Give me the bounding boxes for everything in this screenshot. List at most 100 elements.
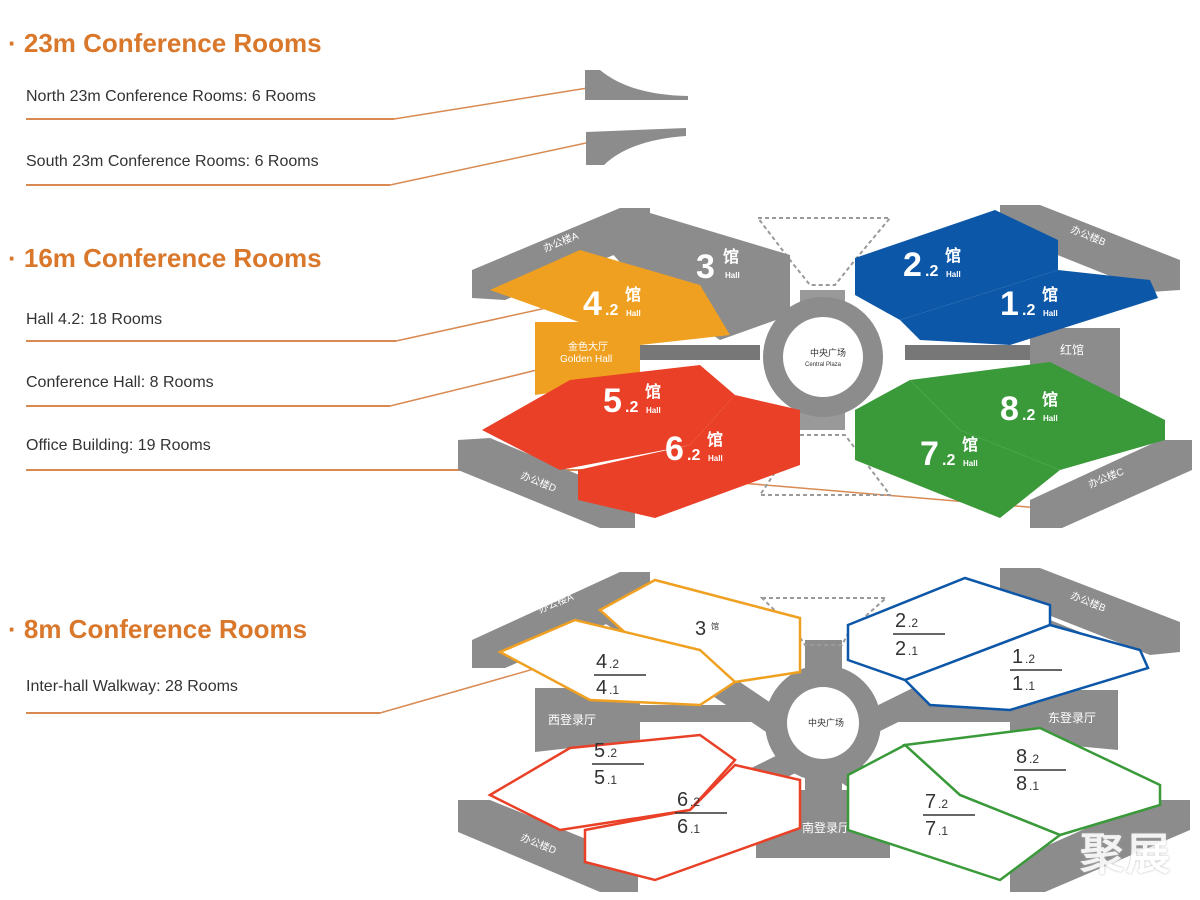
golden-hall-en: Golden Hall	[560, 354, 612, 365]
hall-4-2-sub: .2	[605, 302, 618, 319]
hall-7-2-char: 馆	[962, 435, 978, 454]
item-conference-hall: Conference Hall: 8 Rooms	[26, 374, 214, 391]
hall-6-8m-top-sub: .2	[690, 795, 700, 809]
hall-6-8m-bottom-sub: .1	[690, 822, 700, 836]
central-plaza-inner	[783, 317, 863, 397]
office-building-b-8m	[1000, 568, 1180, 655]
hall-4-2-number: 4	[583, 285, 602, 323]
hall-2-2-char: 馆	[945, 246, 961, 265]
central-plaza-8m-cn: 中央广场	[808, 717, 844, 728]
hall-6-8m-bottom: 6	[677, 816, 688, 838]
hall-1-8m	[902, 623, 1150, 712]
hall-2-8m-top: 2	[895, 610, 906, 632]
hall-1-2	[900, 270, 1158, 345]
west-lobby-label: 西登录厅	[548, 712, 596, 727]
golden-hall-cn: 金色大厅	[568, 340, 608, 353]
hall-4-8m-bottom-sub: .1	[609, 683, 619, 697]
map-8m: 办公楼A 办公楼B 办公楼D 西登录厅 东登录厅 南登录厅 中央广场	[458, 568, 1190, 892]
central-plaza-inner-8m	[787, 687, 859, 759]
section-title-16m: · 16m Conference Rooms	[8, 243, 322, 273]
hall-7-2-sub: .2	[942, 452, 955, 469]
north-funnel-8m	[759, 597, 889, 646]
west-lobby	[535, 688, 640, 752]
hall-1-2-sub: .2	[1022, 302, 1035, 319]
hall-8-2-word: Hall	[1043, 414, 1058, 423]
hall-1-8m-top-sub: .2	[1025, 652, 1035, 666]
central-plaza-cn: 中央广场	[810, 347, 846, 358]
hall-8-8m-top-sub: .2	[1029, 752, 1039, 766]
south-lobby-label: 南登录厅	[802, 820, 850, 835]
map-16m: 办公楼A 办公楼B 办公楼D 办公楼C 金色大厅 Golden Hall 红馆 …	[458, 205, 1192, 528]
office-building-b	[1000, 205, 1180, 292]
divider	[26, 118, 394, 120]
hall-1-8m-bottom-sub: .1	[1025, 679, 1035, 693]
hall-2-2-number: 2	[903, 246, 922, 284]
hall-4-2	[490, 250, 730, 345]
hall-6-2-number: 6	[665, 430, 684, 468]
hall-4-2-word: Hall	[626, 309, 641, 318]
hall-2-2-sub: .2	[925, 263, 938, 280]
hall-5-8m-bottom-sub: .1	[607, 773, 617, 787]
hall-8-8m-bottom: 8	[1016, 773, 1027, 795]
item-north-23m: North 23m Conference Rooms: 6 Rooms	[26, 88, 316, 105]
hall-2-8m-top-sub: .2	[908, 616, 918, 630]
central-plaza-en: Central Plaza	[805, 362, 842, 368]
hall-7-8m-bottom: 7	[925, 818, 936, 840]
divider	[26, 184, 390, 186]
hall-6-2-word: Hall	[708, 454, 723, 463]
divider	[26, 340, 396, 342]
hall-2-2	[855, 210, 1058, 320]
hall-7-8m-top-sub: .2	[938, 797, 948, 811]
hall-6-8m-top: 6	[677, 789, 688, 811]
section-title-8m: · 8m Conference Rooms	[8, 614, 308, 644]
hall-5-2-sub: .2	[625, 399, 638, 416]
hall-5-2-char: 馆	[645, 382, 661, 401]
hall-5-8m-top-sub: .2	[607, 746, 617, 760]
hall-5-8m	[487, 733, 737, 832]
item-south-23m: South 23m Conference Rooms: 6 Rooms	[26, 153, 319, 170]
item-office-building: Office Building: 19 Rooms	[26, 437, 211, 454]
east-lobby-label: 东登录厅	[1048, 710, 1096, 725]
red-hall-label: 红馆	[1060, 342, 1084, 357]
section-title-23m: · 23m Conference Rooms	[8, 28, 322, 58]
north-23m-wing	[585, 70, 688, 100]
hall-5-2	[482, 365, 735, 470]
hall-4-8m-bottom: 4	[596, 677, 607, 699]
office-building-c	[1030, 440, 1192, 528]
hall-8-8m-top: 8	[1016, 746, 1027, 768]
south-funnel	[758, 434, 892, 496]
walkway-east	[905, 345, 1030, 360]
hall-6-2-sub: .2	[687, 447, 700, 464]
walkway-west	[640, 345, 760, 360]
hall-1-2-word: Hall	[1043, 309, 1058, 318]
hall-4-8m-top: 4	[596, 651, 607, 673]
hall-8-2-number: 8	[1000, 390, 1019, 428]
hall-7-2-word: Hall	[963, 459, 978, 468]
hall-5-8m-top: 5	[594, 740, 605, 762]
item-inter-hall-walkway: Inter-hall Walkway: 28 Rooms	[26, 678, 238, 695]
hall-7-2-number: 7	[920, 435, 939, 473]
hall-3-8m-char: 馆	[711, 621, 719, 631]
hall-3-word: Hall	[725, 271, 740, 280]
hall-6-2	[578, 395, 800, 518]
hall-2-8m-bottom: 2	[895, 638, 906, 660]
office-building-d-8m	[458, 800, 638, 892]
hall-4-8m	[497, 618, 738, 707]
hall-1-8m-top: 1	[1012, 646, 1023, 668]
hall-4-2-char: 馆	[625, 285, 641, 304]
divider	[26, 469, 586, 471]
hall-6-8m	[583, 763, 802, 882]
hall-3	[600, 213, 790, 340]
office-building-a	[472, 208, 650, 300]
hall-7-2	[855, 380, 1060, 518]
office-building-c-8m	[1010, 800, 1190, 892]
watermark-logo: 聚展	[1080, 829, 1172, 880]
hall-1-8m-bottom: 1	[1012, 673, 1023, 695]
hall-3-char: 馆	[723, 247, 739, 266]
hall-1-2-char: 馆	[1042, 285, 1058, 304]
hall-8-8m-bottom-sub: .1	[1029, 779, 1039, 793]
hall-3-number: 3	[696, 248, 715, 286]
south-23m-wing	[586, 128, 686, 165]
hall-4-8m-top-sub: .2	[609, 657, 619, 671]
